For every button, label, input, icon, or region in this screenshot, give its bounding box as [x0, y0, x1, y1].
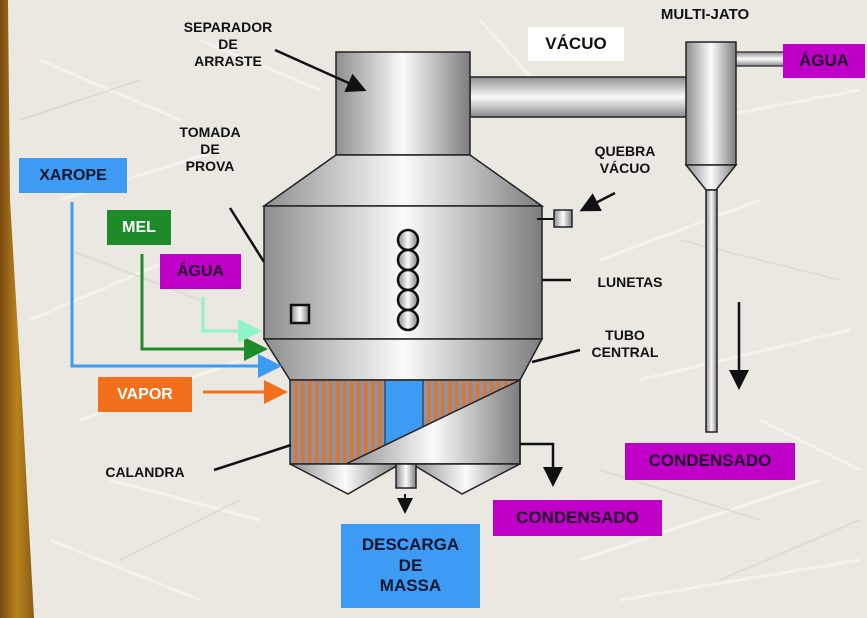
vapor-pipe	[469, 76, 691, 118]
label-multi-jato: MULTI-JATO	[660, 6, 750, 23]
bottom-cone-right	[409, 463, 521, 495]
bottom-cone-left	[289, 463, 403, 495]
sample-port	[289, 303, 311, 325]
barometric-leg	[705, 189, 718, 433]
mel-line	[140, 254, 268, 361]
label-tomada: TOMADA DE PROVA	[179, 124, 241, 174]
calandria-left	[289, 379, 386, 465]
label-quebra-vacuo: QUEBRA VÁCUO	[594, 143, 656, 176]
label-calandra: CALANDRA	[105, 464, 185, 480]
sight-glasses	[396, 228, 420, 332]
entrainment-separator	[335, 51, 471, 156]
xarope-line	[70, 202, 282, 378]
lower-cone	[262, 338, 544, 381]
label-tubo-central: TUBO CENTRAL	[591, 327, 659, 360]
box-vapor: VAPOR	[98, 377, 192, 412]
box-agua-multijato: ÁGUA	[783, 44, 865, 78]
box-mel: MEL	[107, 210, 171, 245]
label-lunetas: LUNETAS	[597, 274, 663, 290]
box-condensado-right: CONDENSADO	[625, 443, 795, 480]
agua-line	[201, 297, 262, 343]
box-xarope: XAROPE	[19, 158, 127, 193]
discharge-pipe	[395, 463, 417, 489]
box-condensado-bottom: CONDENSADO	[493, 500, 662, 536]
multi-jet-condenser	[685, 41, 737, 166]
vacuum-breaker	[553, 209, 573, 228]
upper-cone	[261, 154, 545, 207]
box-agua: ÁGUA	[160, 254, 241, 289]
multi-jet-cone	[684, 164, 738, 191]
water-inlet-pipe	[732, 51, 786, 67]
label-separador: SEPARADOR DE ARRASTE	[183, 19, 273, 69]
condensate-line	[520, 442, 563, 487]
box-descarga-massa: DESCARGA DE MASSA	[341, 524, 480, 608]
box-vacuo: VÁCUO	[528, 27, 624, 61]
